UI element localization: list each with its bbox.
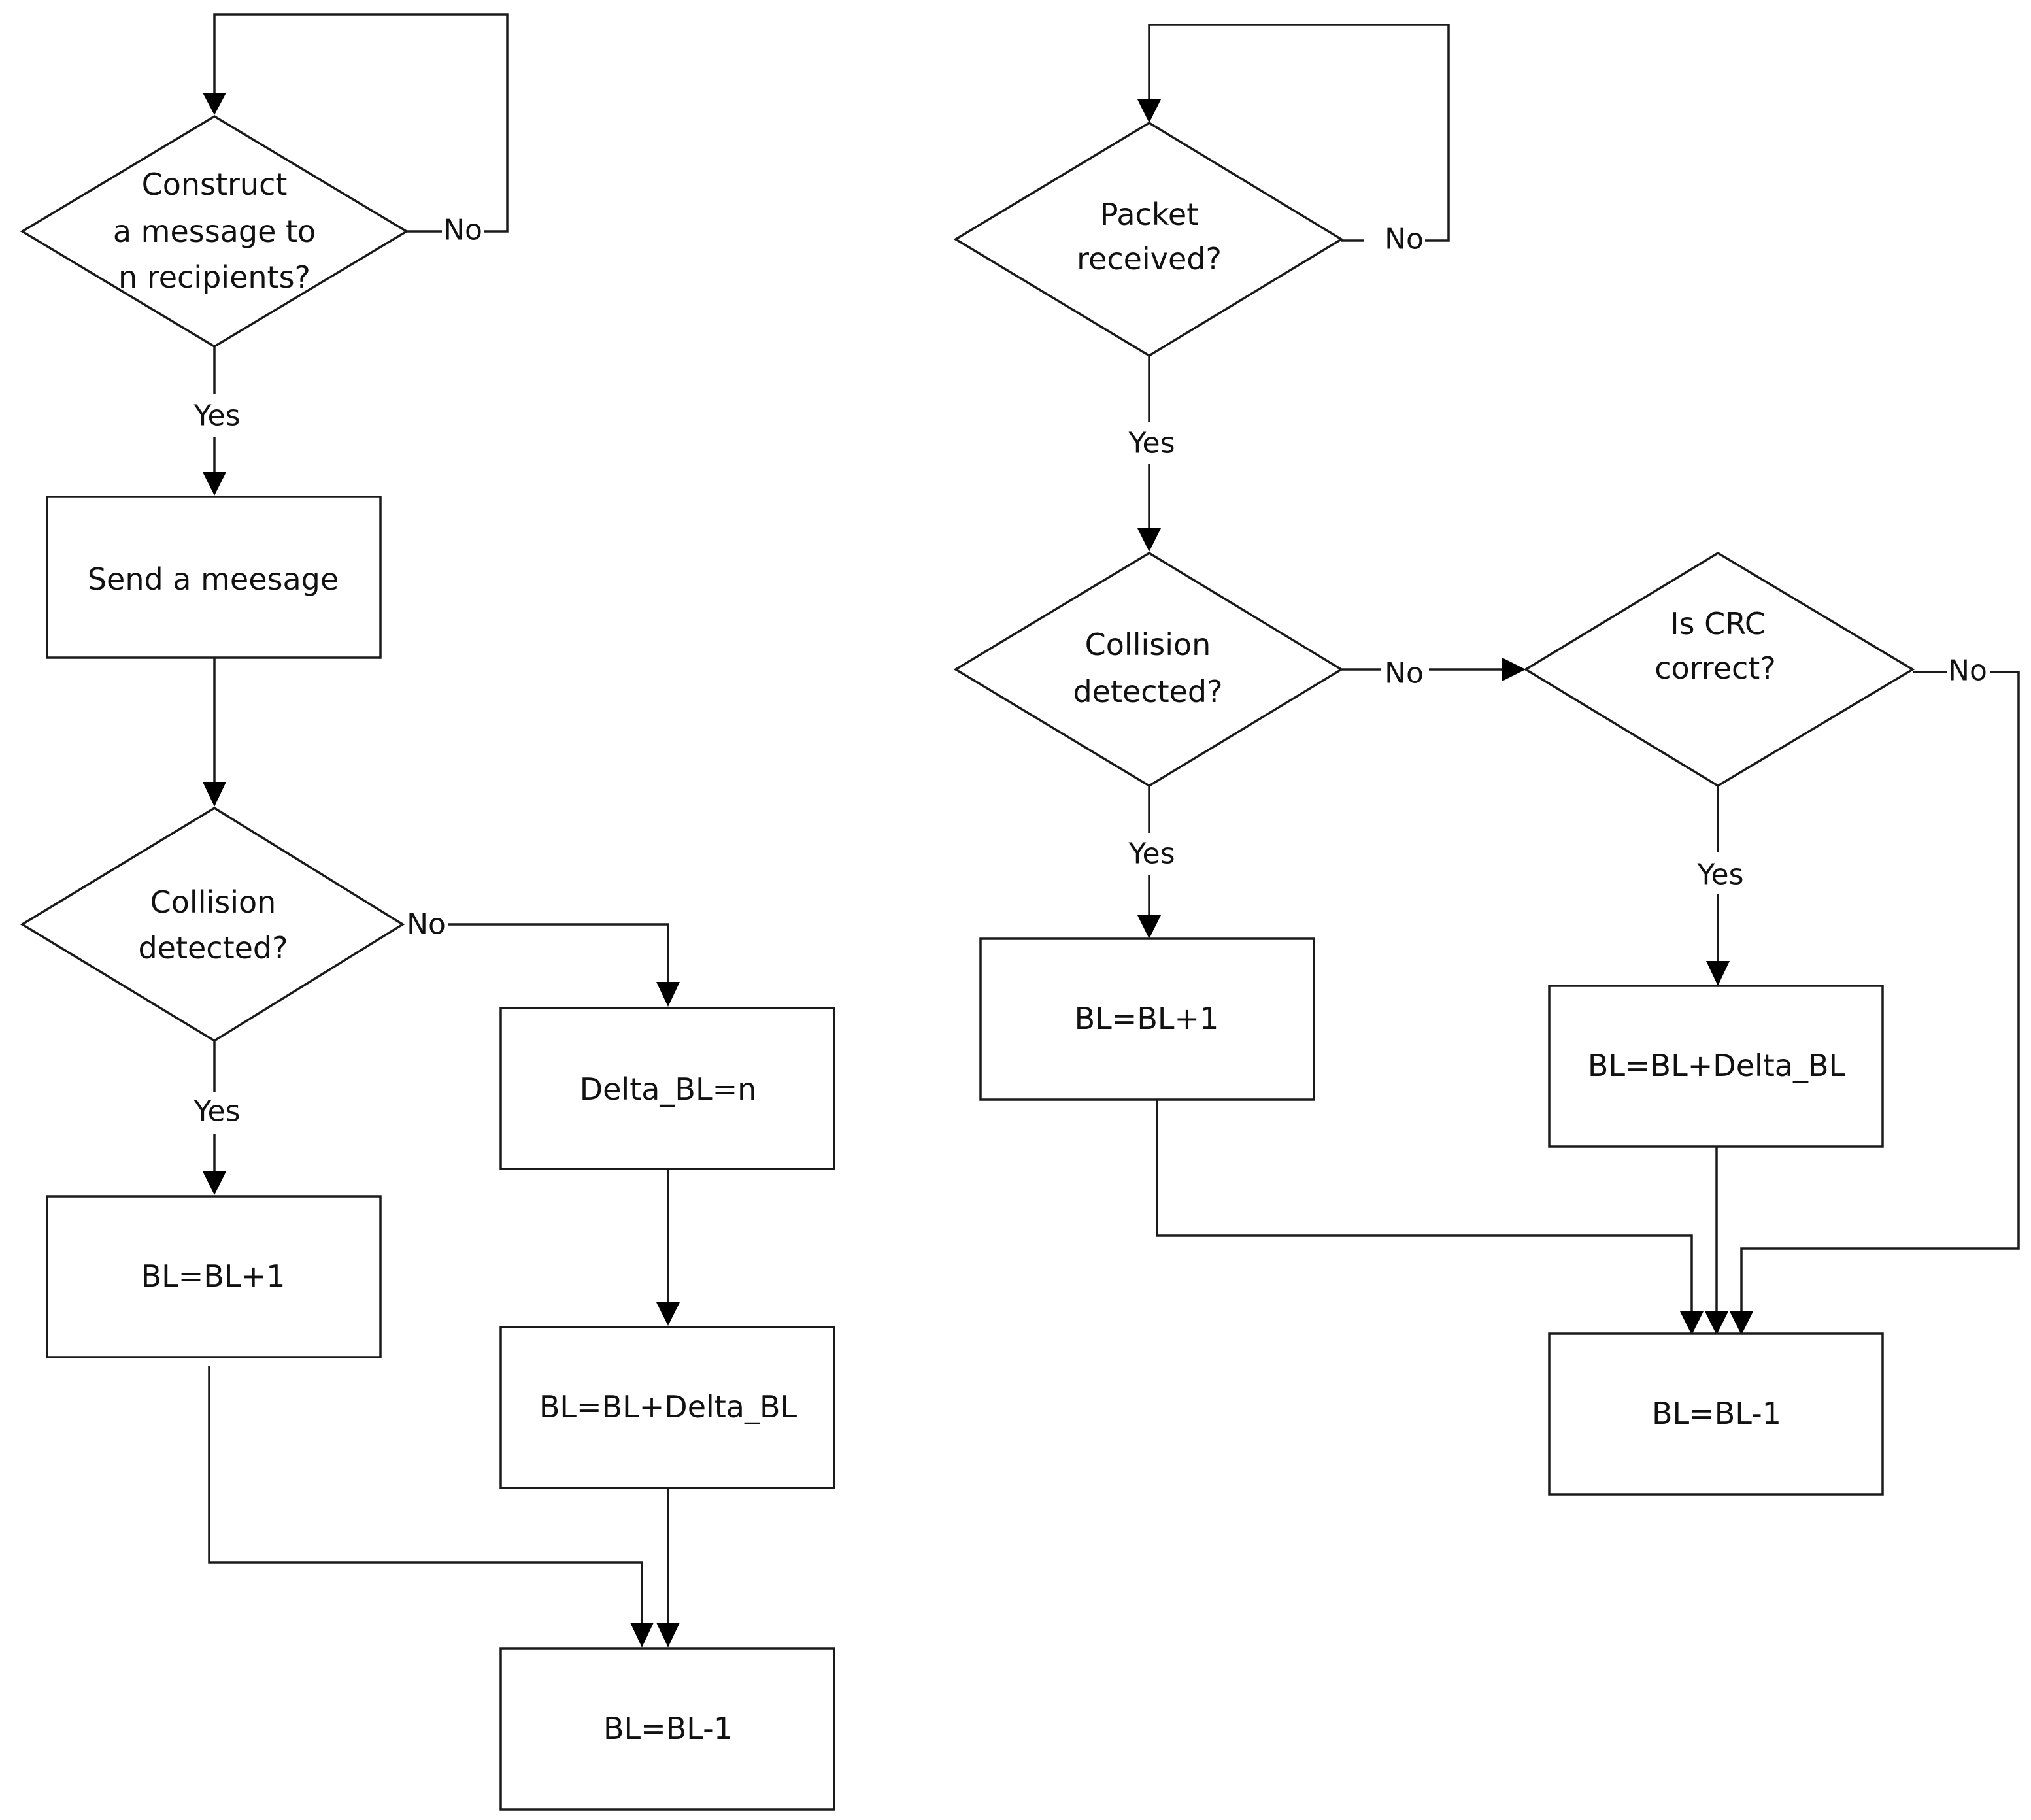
receiver-flowchart: No Packet received? Yes Collision detect… (953, 24, 2020, 1496)
crc-yes-connector: Yes (1696, 786, 1744, 986)
receiver-collision-no-label: No (1385, 657, 1424, 690)
crc-correct-decision: Is CRC correct? (1523, 551, 1915, 788)
sender-bl-decrement-label: BL=BL-1 (603, 1711, 733, 1746)
sender-collision-line-1: Collision (150, 885, 277, 920)
packet-received-decision: Packet received? (953, 121, 1344, 358)
packet-yes-connector: Yes (1128, 356, 1175, 552)
crc-decision-line-2: correct? (1654, 650, 1775, 686)
receiver-collision-yes-label: Yes (1128, 837, 1175, 871)
sender-bl-add-delta-box: BL=BL+Delta_BL (499, 1326, 835, 1489)
sender-collision-no-connector: No (407, 908, 680, 1007)
receiver-collision-yes-connector: Yes (1128, 786, 1175, 939)
sender-collision-line-2: detected? (138, 930, 288, 966)
packet-no-loop: No (1137, 24, 1450, 256)
sender-flowchart: No Construct a message to n recipients? … (20, 13, 835, 1811)
packet-decision-line-2: received? (1077, 241, 1222, 277)
construct-decision-line-2: a message to (113, 214, 316, 249)
receiver-collision-line-2: detected? (1073, 674, 1222, 709)
send-to-collision-connector (203, 658, 226, 807)
receiver-increment-to-decrement-connector (1156, 1100, 1704, 1335)
packet-decision-line-1: Packet (1100, 197, 1199, 232)
sender-collision-no-label: No (407, 908, 446, 941)
sender-collision-yes-label: Yes (193, 1095, 240, 1128)
receiver-bl-increment-box: BL=BL+1 (979, 937, 1315, 1101)
receiver-add-to-decrement-connector (1705, 1147, 1728, 1335)
crc-no-label: No (1948, 654, 1987, 688)
receiver-bl-increment-label: BL=BL+1 (1075, 1001, 1219, 1036)
receiver-collision-line-1: Collision (1085, 627, 1211, 662)
packet-no-label: No (1385, 223, 1424, 256)
construct-decision-line-1: Construct (142, 167, 288, 202)
sender-collision-yes-connector: Yes (193, 1041, 241, 1195)
receiver-bl-decrement-box: BL=BL-1 (1548, 1332, 1884, 1496)
receiver-collision-no-connector: No (1341, 657, 1526, 690)
delta-bl-label: Delta_BL=n (580, 1071, 757, 1107)
send-message-label: Send a meesage (88, 562, 339, 597)
crc-no-connector: No (1730, 654, 2020, 1335)
sender-bl-add-delta-label: BL=BL+Delta_BL (539, 1389, 797, 1424)
construct-no-label: No (443, 214, 482, 247)
packet-yes-label: Yes (1128, 427, 1175, 460)
receiver-bl-decrement-label: BL=BL-1 (1652, 1396, 1781, 1431)
delta-bl-box: Delta_BL=n (499, 1007, 835, 1170)
construct-yes-label: Yes (193, 399, 240, 433)
receiver-bl-add-delta-label: BL=BL+Delta_BL (1588, 1048, 1846, 1083)
sender-collision-decision: Collision detected? (20, 806, 405, 1043)
construct-decision-line-3: n recipients? (118, 260, 311, 295)
crc-decision-line-1: Is CRC (1670, 606, 1766, 641)
send-message-box: Send a meesage (46, 496, 382, 659)
construct-no-loop: No (203, 13, 509, 247)
sender-add-to-decrement-connector (656, 1488, 680, 1647)
receiver-collision-decision: Collision detected? (953, 551, 1344, 788)
sender-bl-increment-box: BL=BL+1 (46, 1195, 382, 1358)
receiver-bl-add-delta-box: BL=BL+Delta_BL (1548, 985, 1884, 1148)
sender-bl-decrement-box: BL=BL-1 (499, 1647, 835, 1811)
sender-bl-increment-label: BL=BL+1 (141, 1258, 286, 1294)
delta-to-add-connector (656, 1169, 680, 1326)
construct-message-decision: Construct a message to n recipients? (20, 114, 409, 348)
construct-yes-connector: Yes (193, 346, 241, 496)
sender-increment-to-decrement-connector (208, 1366, 654, 1647)
crc-yes-label: Yes (1696, 858, 1743, 892)
